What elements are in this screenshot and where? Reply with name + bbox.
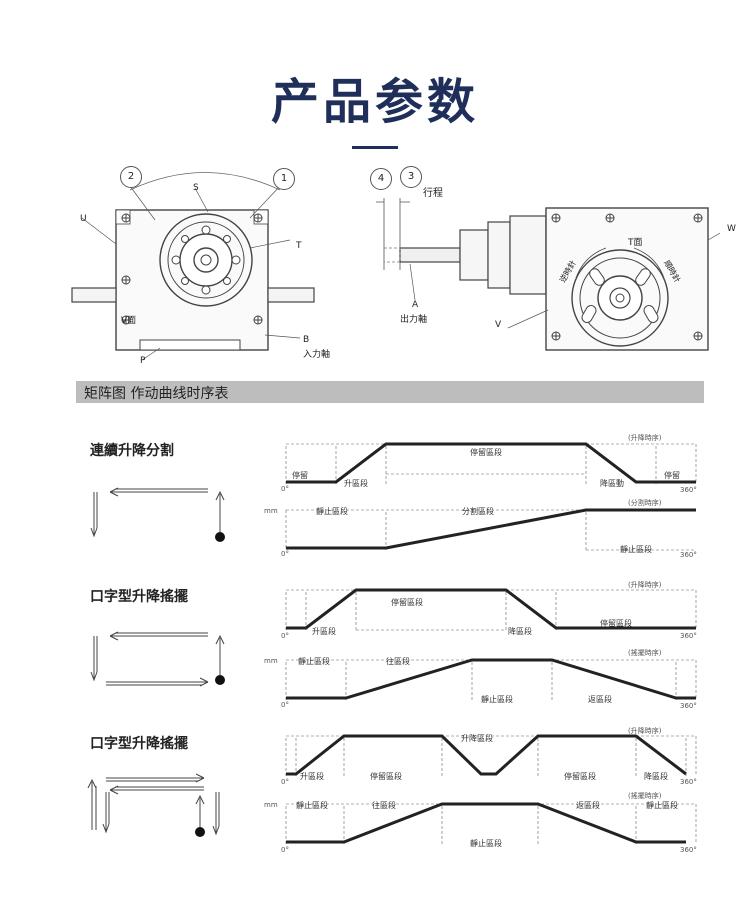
section-header-text: 矩阵图 作动曲线时序表 (84, 386, 229, 402)
motion-3-index-chart (285, 802, 697, 844)
m1-lift-start: 0° (281, 485, 289, 493)
side-view-drawing (376, 198, 720, 351)
m3-lift-end: 360° (680, 778, 697, 786)
m2-index-timing: (搖擺時序) (628, 649, 662, 657)
label-u: U (80, 214, 87, 224)
m1-index-start: 0° (281, 550, 289, 558)
m1-lift-seg-4: 降區動 (600, 479, 624, 488)
m1-index-end: 360° (680, 551, 697, 559)
m3-lift-seg-5: 降區段 (644, 772, 668, 781)
m2-lift-timing: (升降時序) (628, 581, 662, 589)
m2-lift-start: 0° (281, 632, 289, 640)
motion-3-name: 口字型升降搖擺 (90, 736, 188, 752)
motion-1-name: 連續升降分割 (90, 443, 174, 459)
label-v: V (495, 320, 502, 330)
section-header-bar: 矩阵图 作动曲线时序表 (76, 381, 704, 403)
motion-3-path-diagram (87, 773, 220, 837)
m3-index-seg-5: 靜止區段 (646, 801, 678, 810)
motion-2-index-chart (285, 658, 697, 700)
label-b: B (303, 335, 310, 345)
m3-lift-seg-3: 升降區段 (461, 734, 493, 743)
m2-index-unit: mm (264, 657, 278, 665)
m1-lift-seg-1: 停留 (292, 471, 308, 480)
m1-lift-end: 360° (680, 486, 697, 494)
m2-index-end: 360° (680, 702, 697, 710)
m3-lift-seg-1: 升區段 (300, 772, 324, 781)
label-v-face: V面 (121, 316, 137, 326)
motion-1-index-chart (285, 508, 696, 551)
m2-lift-seg-2: 停留區段 (391, 598, 423, 607)
m3-index-timing: (搖擺時序) (628, 792, 662, 800)
callout-1: 1 (273, 168, 295, 190)
m1-lift-seg-2: 升區段 (344, 479, 368, 488)
callout-4: 4 (370, 168, 392, 190)
m2-lift-end: 360° (680, 632, 697, 640)
m3-index-seg-4: 返區段 (576, 801, 600, 810)
m2-index-seg-4: 返區段 (588, 695, 612, 704)
callout-3: 3 (400, 166, 422, 188)
m2-index-seg-3: 靜止區段 (481, 695, 513, 704)
title-underline (352, 146, 398, 149)
m2-lift-seg-1: 升區段 (312, 627, 336, 636)
m1-index-timing: (分割時序) (628, 499, 662, 507)
m3-lift-timing: (升降時序) (628, 727, 662, 735)
motion-1-lift-chart (285, 442, 697, 484)
callout-2: 2 (120, 166, 142, 188)
m1-lift-seg-5: 停留 (664, 471, 680, 480)
m2-lift-seg-4: 停留區段 (600, 619, 632, 628)
m2-index-start: 0° (281, 701, 289, 709)
m3-index-unit: mm (264, 801, 278, 809)
m2-index-seg-2: 往區段 (386, 657, 410, 666)
motion-2-path-diagram (90, 631, 225, 687)
motion-2-name: 口字型升降搖擺 (90, 589, 188, 605)
label-s: S (193, 183, 199, 193)
m2-lift-seg-3: 降區段 (508, 627, 532, 636)
m3-lift-seg-4: 停留區段 (564, 772, 596, 781)
page-title: 产品参数 (270, 74, 479, 130)
m2-index-seg-1: 靜止區段 (298, 657, 330, 666)
m3-index-seg-2: 往區段 (372, 801, 396, 810)
m1-lift-seg-3: 停留區段 (470, 448, 502, 457)
motion-1-path-diagram (90, 487, 225, 542)
stroke-label: 行程 (423, 188, 443, 199)
m1-index-seg-3: 靜止區段 (620, 545, 652, 554)
m3-lift-seg-2: 停留區段 (370, 772, 402, 781)
m3-index-start: 0° (281, 846, 289, 854)
front-view-drawing (71, 172, 315, 361)
motion-3-lift-chart (285, 734, 697, 776)
m1-index-seg-1: 靜止區段 (316, 507, 348, 516)
label-t-face: T面 (628, 238, 643, 248)
m3-lift-start: 0° (281, 778, 289, 786)
label-t: T (296, 241, 302, 251)
m3-index-seg-1: 靜止區段 (296, 801, 328, 810)
label-a: A (412, 300, 419, 310)
m3-index-seg-3: 靜止區段 (470, 839, 502, 848)
label-a-sub: 出力軸 (400, 315, 428, 325)
label-w: W (727, 224, 736, 234)
m1-lift-timing: (升降時序) (628, 434, 662, 442)
label-p: P (140, 356, 146, 366)
m1-index-unit: mm (264, 507, 278, 515)
m1-index-seg-2: 分割區段 (462, 507, 494, 516)
m3-index-end: 360° (680, 846, 697, 854)
label-b-sub: 入力軸 (303, 350, 331, 360)
motion-2-lift-chart (285, 588, 697, 631)
